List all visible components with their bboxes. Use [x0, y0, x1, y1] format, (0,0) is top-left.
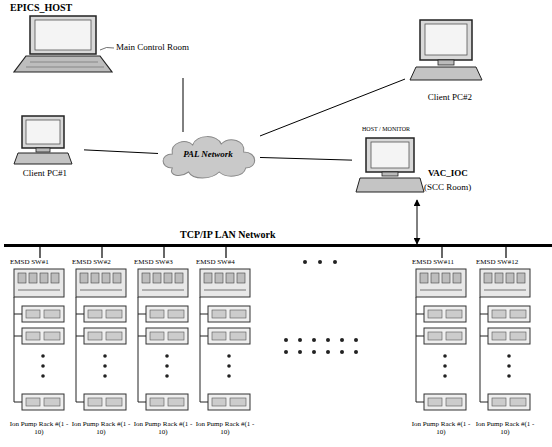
node-sublabel: VAC_IOC	[428, 168, 468, 178]
node-label: Client PC#2	[405, 92, 495, 102]
bus-connection	[417, 200, 418, 244]
rack-drawing	[76, 269, 126, 410]
node-label: HOST / MONITOR	[362, 126, 410, 133]
network-link	[183, 78, 184, 132]
switch-rack: EMSD SW#3Ion Pump Rack #(1 - 10)	[132, 258, 196, 444]
host-computer: EPICS_HOST Main Control Room	[8, 2, 208, 78]
network-link	[101, 247, 102, 258]
network-cloud: PAL Network	[158, 132, 260, 180]
client-computer: Client PC#2	[405, 14, 497, 108]
rack-illustrations	[14, 269, 530, 410]
node-label: TCP/IP LAN Network	[180, 229, 276, 241]
pc-icon	[14, 116, 72, 164]
rack-drawing	[480, 269, 530, 410]
node-sublabel: Ion Pump Rack #(1 - 10)	[474, 420, 536, 436]
node-sublabel: (SCC Room)	[424, 182, 471, 192]
network-link	[84, 150, 158, 154]
network-link	[505, 247, 506, 258]
pc-icon	[410, 20, 482, 80]
node-label: EMSD SW#2	[72, 258, 111, 266]
node-sublabel: Ion Pump Rack #(1 - 10)	[70, 420, 132, 436]
network-link	[260, 157, 352, 160]
ellipsis-dots	[284, 260, 358, 354]
network-link	[225, 247, 226, 258]
rack-drawing	[138, 269, 188, 410]
node-label: EMSD SW#1	[10, 258, 49, 266]
lan-bus: TCP/IP LAN Network	[4, 244, 552, 247]
switch-rack: EMSD SW#12Ion Pump Rack #(1 - 10)	[474, 258, 538, 444]
node-label: EMSD SW#3	[134, 258, 173, 266]
switch-rack: EMSD SW#11Ion Pump Rack #(1 - 10)	[410, 258, 474, 444]
pc-icon	[356, 138, 424, 192]
laptop-icon	[14, 16, 114, 72]
switch-rack: EMSD SW#4Ion Pump Rack #(1 - 10)	[194, 258, 258, 444]
switch-rack: EMSD SW#1Ion Pump Rack #(1 - 10)	[8, 258, 72, 444]
node-sublabel: Ion Pump Rack #(1 - 10)	[194, 420, 256, 436]
network-link	[441, 247, 442, 258]
rack-drawing	[200, 269, 250, 410]
rack-drawing	[416, 269, 466, 410]
node-label: Client PC#1	[8, 168, 82, 178]
rack-drawing	[14, 269, 64, 410]
node-label: EMSD SW#11	[412, 258, 454, 266]
client-computer: Client PC#1	[8, 112, 84, 184]
network-link	[39, 247, 40, 258]
node-label: EMSD SW#4	[196, 258, 235, 266]
node-sublabel: Ion Pump Rack #(1 - 10)	[8, 420, 70, 436]
node-sublabel: Main Control Room	[116, 42, 189, 52]
ioc-computer: HOST / MONITOR VAC_IOC (SCC Room)	[352, 124, 482, 200]
node-label: PAL Network	[158, 149, 258, 159]
node-label: EPICS_HOST	[10, 2, 72, 14]
network-link	[163, 247, 164, 258]
node-sublabel: Ion Pump Rack #(1 - 10)	[132, 420, 194, 436]
node-sublabel: Ion Pump Rack #(1 - 10)	[410, 420, 472, 436]
switch-rack: EMSD SW#2Ion Pump Rack #(1 - 10)	[70, 258, 134, 444]
node-label: EMSD SW#12	[476, 258, 518, 266]
